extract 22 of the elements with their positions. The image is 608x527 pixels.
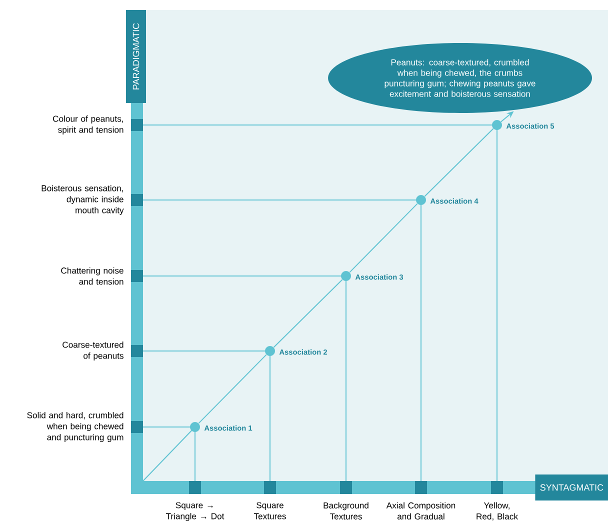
axis-label: Chattering noise and tension: [61, 267, 124, 285]
axis-label: Background Textures: [324, 502, 368, 520]
axis-title: PARADIGMATIC: [126, 10, 146, 103]
axis-title: SYNTAGMATIC: [535, 474, 608, 500]
axis-label: Colour of peanuts, spirit and tension: [53, 116, 124, 134]
axis-label: Axial Composition and Gradual: [386, 502, 456, 520]
axis-label: Yellow, Red, Black: [476, 502, 518, 521]
axis-label: Square Textures: [254, 502, 286, 520]
connector-line: [198, 354, 267, 424]
axis-label: Coarse-textured of peanuts: [62, 342, 124, 360]
association-dot: [416, 195, 426, 205]
association-dot: [265, 346, 275, 356]
association-dot: [492, 120, 502, 130]
connector-line: [273, 279, 343, 348]
axis-label: Boisterous sensation, dynamic inside mouth cavity: [42, 185, 124, 215]
association-dot: [341, 271, 351, 281]
association-dot: [190, 422, 200, 432]
axis-label: Solid and hard, crumbled when being chewed and puncturing gum: [27, 412, 124, 442]
connector-line: [424, 128, 494, 197]
connector-line: [349, 203, 418, 273]
ellipse-callout: Peanuts: coarse-textured, crumbled when being chewed, the crumbs puncturing gum; chewing peanuts gave excitement and boisterous sensation: [328, 43, 592, 113]
axis-label: Square → Triangle → Dot: [166, 502, 224, 521]
